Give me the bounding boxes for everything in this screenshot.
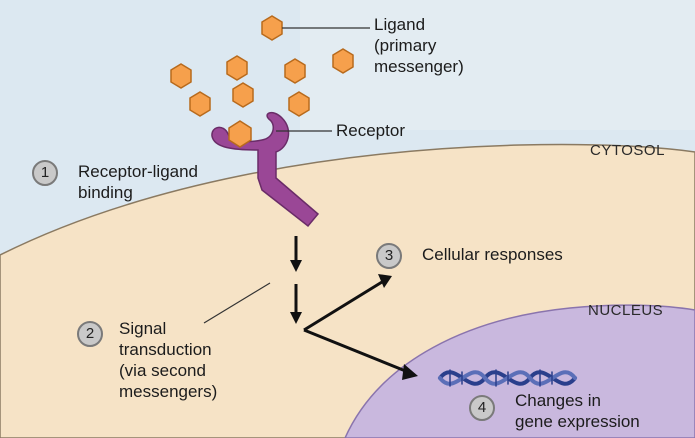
ligand-hexagon — [333, 49, 353, 73]
nucleus-label: NUCLEUS — [588, 302, 663, 319]
ligand-hexagon — [233, 83, 253, 107]
step-3-label: Cellular responses — [422, 244, 563, 265]
step-4-badge: 4 — [469, 395, 495, 421]
step-4-label: Changes in gene expression — [515, 390, 640, 432]
step-1-label: Receptor-ligand binding — [78, 161, 198, 203]
ligand-hexagon — [285, 59, 305, 83]
step-1-badge: 1 — [32, 160, 58, 186]
ligand-hexagon — [227, 56, 247, 80]
background-texture — [300, 0, 695, 130]
step-2-badge: 2 — [77, 321, 103, 347]
ligand-hexagon — [190, 92, 210, 116]
ligand-hexagon — [262, 16, 282, 40]
step-2-label: Signal transduction (via second messenge… — [119, 318, 217, 402]
step-3-badge: 3 — [376, 243, 402, 269]
receptor-label: Receptor — [336, 120, 405, 141]
ligand-hexagon — [171, 64, 191, 88]
ligand-hexagon — [289, 92, 309, 116]
cytosol-label: CYTOSOL — [590, 142, 665, 159]
ligand-label: Ligand (primary messenger) — [374, 14, 464, 77]
